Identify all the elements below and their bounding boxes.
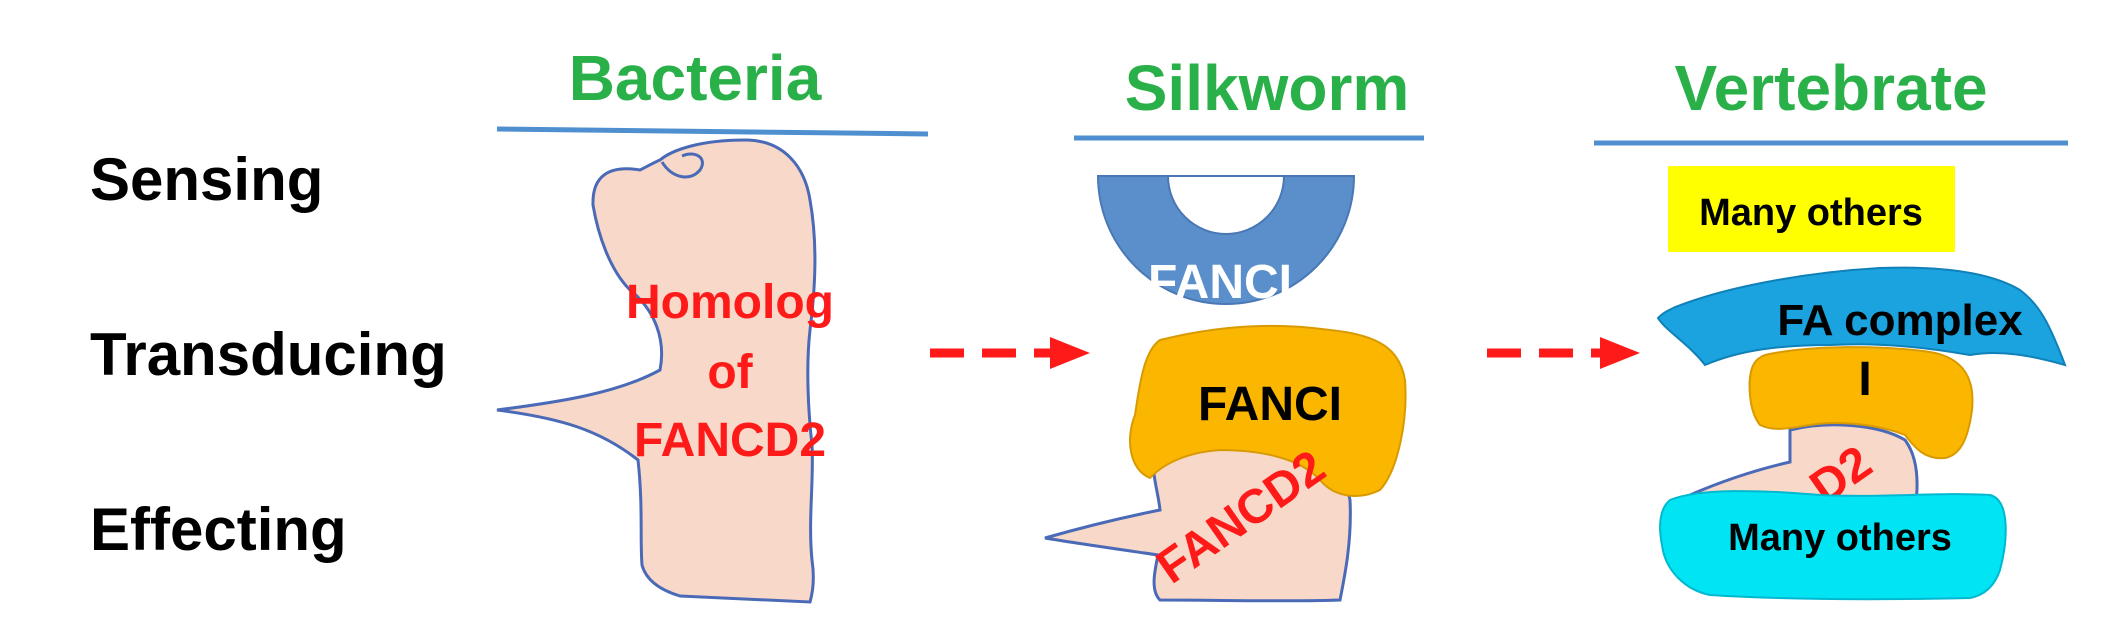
row-label-sensing: Sensing [90, 146, 323, 213]
vertebrate-i-shape [1748, 346, 1974, 460]
bacteria-label-homolog: Homolog [626, 276, 834, 329]
row-label-transducing: Transducing [90, 321, 447, 388]
vertebrate-effecting-shape [1659, 490, 2007, 601]
silkworm-fanci-shape [1129, 324, 1407, 497]
vertebrate-fa-complex-shape [1656, 266, 2067, 367]
bacteria-fancd2-homolog-shape [496, 138, 817, 604]
silkworm-fancl-label: FANCL [1148, 256, 1308, 309]
vertebrate-sensing-label: Many others [1699, 192, 1923, 234]
vertebrate-sensing-box [1668, 166, 1955, 252]
bacteria-title-rule [496, 126, 929, 137]
arrow-head-bacteria-to-silkworm [1050, 337, 1090, 369]
vertebrate-fa-complex-label: FA complex [1777, 296, 2023, 345]
arrow-head-silkworm-to-vertebrate [1600, 337, 1640, 369]
vertebrate-i-label: I [1858, 353, 1871, 406]
bacteria-title: Bacteria [569, 42, 822, 114]
bacteria-label-of: of [707, 346, 753, 399]
silkworm-fanci-label: FANCI [1198, 378, 1342, 431]
silkworm-title: Silkworm [1125, 52, 1410, 124]
bacteria-shape-curl [660, 152, 704, 179]
vertebrate-title: Vertebrate [1674, 52, 1987, 124]
bacteria-label-fancd2: FANCD2 [634, 414, 826, 467]
vertebrate-effecting-label: Many others [1728, 517, 1952, 559]
row-label-effecting: Effecting [90, 496, 347, 563]
silkworm-fancl-shape [1096, 175, 1356, 305]
